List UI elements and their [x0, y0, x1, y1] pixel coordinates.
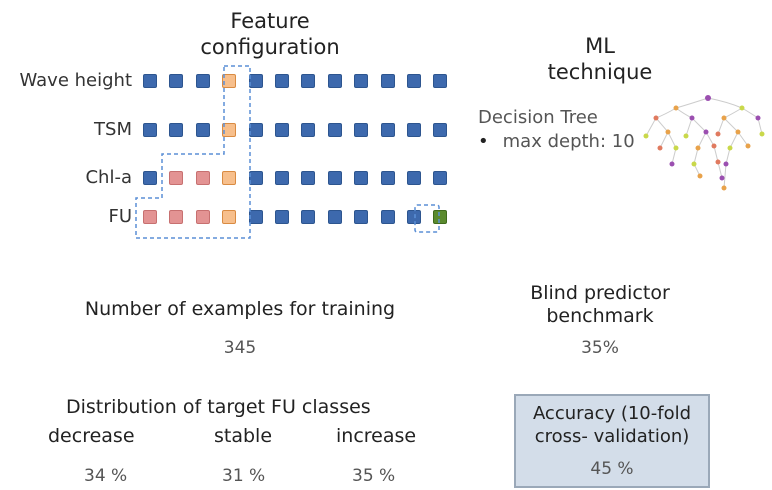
- feature-cell-blue: [169, 74, 184, 88]
- row-label-chl-a: Chl-a: [85, 167, 132, 188]
- feature-config-title: Feature configuration: [170, 8, 370, 60]
- feature-cell-blue: [354, 123, 369, 137]
- class-value-decrease: 34 %: [84, 466, 128, 486]
- class-value-increase: 35 %: [352, 466, 396, 486]
- feature-cell-blue: [301, 74, 316, 88]
- feature-cell-blue: [354, 210, 369, 224]
- feature-cell-red: [195, 210, 210, 224]
- feature-grid: [143, 74, 448, 224]
- feature-cell-blue: [248, 74, 263, 88]
- class-value-stable: 31 %: [222, 466, 266, 486]
- feature-cell-blue: [327, 171, 342, 185]
- feature-cell-blue: [275, 171, 289, 185]
- benchmark-value: 35%: [581, 338, 619, 358]
- benchmark-label: Blind predictor benchmark: [500, 282, 700, 328]
- feature-cell-blue: [248, 171, 263, 185]
- class-label-increase: increase: [336, 425, 417, 447]
- feature-cell-blue: [275, 123, 289, 137]
- feature-cell-blue: [380, 74, 395, 88]
- accuracy-label: Accuracy (10-fold cross- validation): [516, 402, 708, 448]
- feature-cell-red: [143, 210, 157, 224]
- feature-cell-blue: [433, 123, 448, 137]
- feature-cell-blue: [195, 74, 210, 88]
- feature-cell-blue: [248, 123, 263, 137]
- class-label-stable: stable: [214, 425, 273, 447]
- ml-technique-title-line2: technique: [547, 60, 653, 84]
- feature-cell-blue: [301, 210, 316, 224]
- selection-dashed-border: [135, 65, 251, 239]
- feature-cell-orange: [222, 123, 237, 137]
- benchmark-label-line2: benchmark: [546, 305, 654, 327]
- feature-cell-blue: [407, 171, 421, 185]
- feature-cell-blue: [354, 171, 369, 185]
- selection-outline: [135, 65, 440, 239]
- feature-config-title-line2: configuration: [200, 35, 340, 59]
- feature-cell-blue: [143, 123, 157, 137]
- ml-technique-title-line1: ML: [585, 34, 615, 58]
- feature-config-title-line1: Feature: [230, 9, 310, 33]
- feature-cell-blue: [248, 210, 263, 224]
- ml-param: • max depth: 10: [478, 131, 635, 152]
- feature-cell-blue: [301, 123, 316, 137]
- training-label: Number of examples for training: [84, 298, 396, 320]
- feature-cell-blue: [275, 210, 289, 224]
- accuracy-label-line2: cross- validation): [534, 426, 690, 447]
- target-dashed-border: [414, 204, 440, 233]
- feature-cell-blue: [143, 74, 157, 88]
- feature-cell-blue: [407, 123, 421, 137]
- distribution-title: Distribution of target FU classes: [66, 396, 371, 418]
- feature-cell-red: [195, 171, 210, 185]
- feature-cell-green: [433, 210, 448, 224]
- feature-cell-blue: [380, 123, 395, 137]
- bullet: •: [478, 131, 489, 152]
- feature-cell-blue: [327, 210, 342, 224]
- feature-cell-blue: [407, 210, 421, 224]
- decision-tree-icon: [643, 95, 765, 191]
- feature-cell-blue: [354, 74, 369, 88]
- ml-method: Decision Tree: [478, 107, 598, 128]
- feature-cell-blue: [380, 210, 395, 224]
- accuracy-box: Accuracy (10-fold cross- validation) 45 …: [514, 394, 710, 488]
- feature-cell-orange: [222, 210, 237, 224]
- training-value: 345: [223, 338, 257, 358]
- feature-cell-red: [169, 171, 184, 185]
- feature-cell-blue: [433, 171, 448, 185]
- row-label-wave-height: Wave height: [19, 70, 133, 91]
- ml-technique-title: ML technique: [530, 33, 670, 85]
- feature-cell-blue: [327, 123, 342, 137]
- ml-param-text: max depth: 10: [502, 131, 635, 152]
- class-label-decrease: decrease: [48, 425, 135, 447]
- row-label-fu: FU: [108, 206, 132, 227]
- accuracy-label-line1: Accuracy (10-fold: [532, 403, 692, 424]
- feature-cell-blue: [380, 171, 395, 185]
- feature-cell-orange: [222, 74, 237, 88]
- feature-cell-blue: [433, 74, 448, 88]
- feature-cell-blue: [275, 74, 289, 88]
- feature-cell-blue: [407, 74, 421, 88]
- feature-cell-red: [169, 210, 184, 224]
- feature-cell-blue: [301, 171, 316, 185]
- feature-cell-blue: [195, 123, 210, 137]
- benchmark-label-line1: Blind predictor: [530, 282, 670, 304]
- feature-cell-blue: [327, 74, 342, 88]
- feature-cell-blue: [169, 123, 184, 137]
- feature-cell-blue: [143, 171, 157, 185]
- feature-cell-orange: [222, 171, 237, 185]
- accuracy-value: 45 %: [590, 459, 634, 479]
- row-label-tsm: TSM: [94, 119, 132, 140]
